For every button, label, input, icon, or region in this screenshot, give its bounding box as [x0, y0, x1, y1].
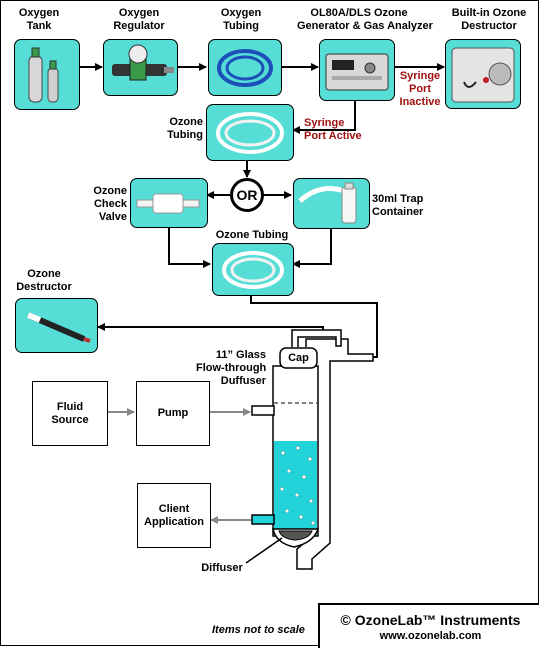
diffuser-label: Diffuser — [201, 562, 243, 574]
check-valve-icon — [130, 178, 208, 228]
diffuser-pointer — [245, 537, 283, 564]
or-label: OR — [236, 187, 258, 203]
scale-note: Items not to scale — [212, 624, 305, 636]
builtin-destructor-icon — [445, 39, 521, 109]
oxygen-regulator-icon — [103, 39, 178, 96]
line-trap-to-tubing — [292, 227, 332, 268]
ozone-generator-icon — [319, 39, 395, 101]
cap-label: Cap — [288, 352, 309, 364]
trap-container-icon — [293, 178, 370, 229]
ozone-tubing-2-label: Ozone Tubing — [215, 229, 289, 241]
oxygen-tubing-icon — [208, 39, 282, 96]
line-check-valve-to-tubing — [168, 227, 211, 268]
ozone-tubing-2-icon — [212, 243, 294, 296]
glass-diffuser-vessel — [251, 329, 374, 570]
ozone-destructor-icon — [15, 298, 98, 353]
ozone-tubing-icon — [206, 104, 294, 161]
pump-box: Pump — [136, 381, 210, 446]
or-choice-indicator: OR — [230, 178, 264, 212]
oxygen-tank-icon — [14, 39, 80, 110]
line-diffuser-to-destructor — [97, 323, 324, 335]
arrow-generator-to-ozone-tubing — [292, 99, 356, 134]
credit-box: © OzoneLab™ Instruments www.ozonelab.com — [318, 603, 539, 648]
credit-title: © OzoneLab™ Instruments — [340, 612, 521, 628]
credit-url: www.ozonelab.com — [379, 630, 482, 642]
